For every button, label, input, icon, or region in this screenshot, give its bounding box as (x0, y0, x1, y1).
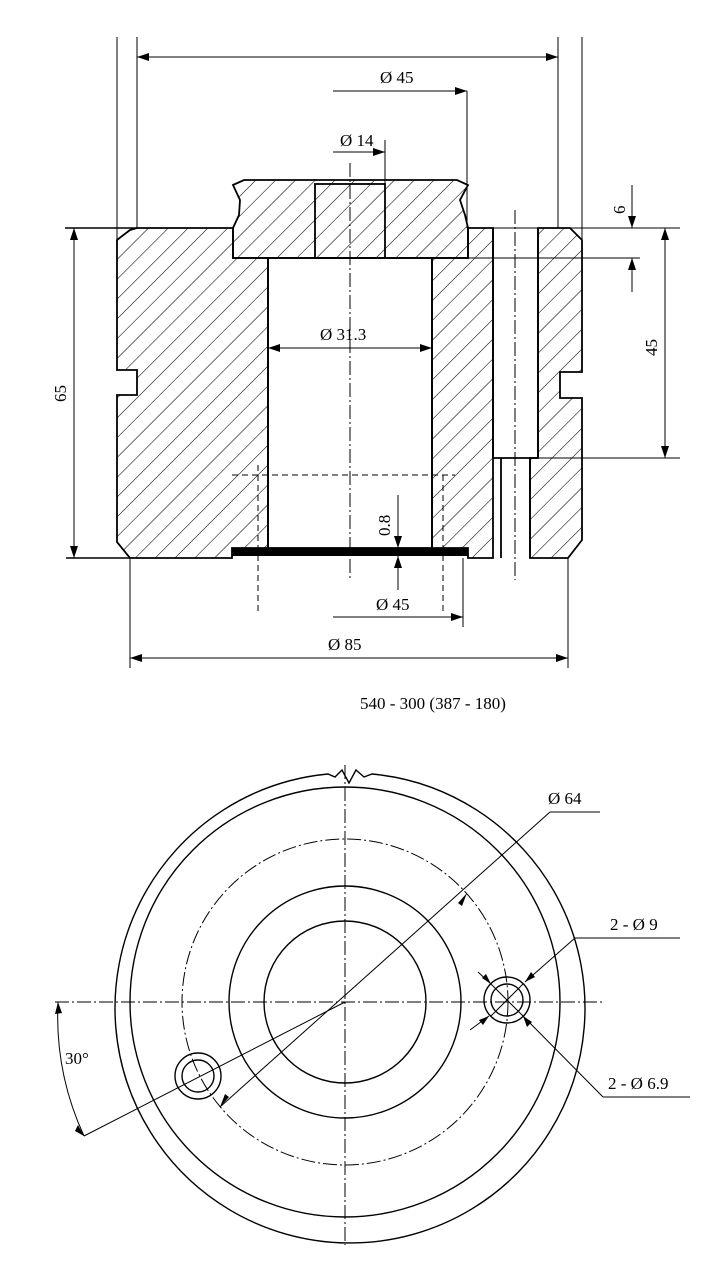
body-section-right-inner (431, 227, 494, 559)
dim-d31-3: Ø 31.3 (320, 325, 366, 344)
hole-right-outer (483, 976, 531, 1024)
body-section-left (116, 227, 269, 559)
dim-d45-top: Ø 45 (380, 68, 414, 87)
dim-holes-6-9: 2 - Ø 6.9 (608, 1074, 668, 1093)
dim-d85: Ø 85 (328, 635, 362, 654)
dim-angle-30: 30° (65, 1049, 89, 1068)
bottom-disk (232, 548, 468, 556)
outer-rim (114, 768, 586, 1244)
dim-d64: Ø 64 (548, 789, 582, 808)
dim-h65: 65 (51, 385, 70, 402)
figure-caption: 540 - 300 (387 - 180) (360, 694, 506, 713)
hole-right-inner (490, 983, 524, 1017)
hole-left-inner (181, 1059, 215, 1093)
dim-d45-bottom: Ø 45 (376, 595, 410, 614)
dim-h6: 6 (610, 206, 629, 215)
section-view: Ø 45 Ø 14 Ø 31.3 65 45 6 (51, 37, 680, 713)
dim-d14: Ø 14 (340, 131, 374, 150)
plan-view: Ø 64 30° 2 - Ø 9 2 - Ø 6.9 (55, 765, 690, 1245)
dim-holes-9: 2 - Ø 9 (610, 915, 658, 934)
dim-h45: 45 (642, 339, 661, 356)
hole-left-outer (174, 1052, 222, 1100)
dim-h0-8: 0.8 (375, 515, 394, 536)
